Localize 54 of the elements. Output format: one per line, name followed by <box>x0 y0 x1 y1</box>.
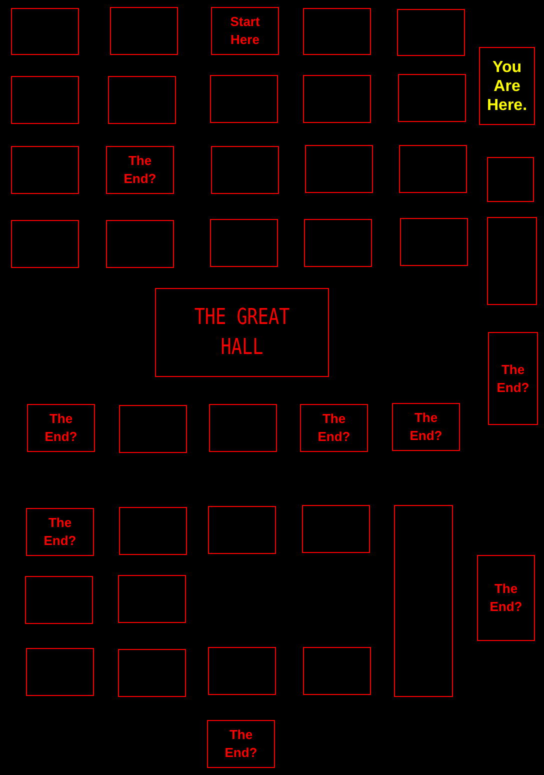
room <box>392 403 460 451</box>
room-box <box>397 9 465 56</box>
room-box <box>211 146 279 194</box>
room-box <box>119 507 187 555</box>
room-box <box>119 405 187 453</box>
room-label: You Are Here. <box>486 58 528 114</box>
room-box <box>11 146 79 194</box>
room-box <box>11 8 79 55</box>
room-box <box>303 8 371 55</box>
room-label: The End? <box>122 152 158 188</box>
room-box <box>400 218 468 266</box>
room-box <box>398 74 466 122</box>
room-box <box>11 76 79 124</box>
room-box <box>25 576 93 624</box>
location-marker-room <box>479 47 535 125</box>
room-label: Start Here <box>229 13 261 49</box>
room-box <box>106 220 174 268</box>
room <box>106 146 174 194</box>
room-box <box>208 506 276 554</box>
room-box <box>110 7 178 55</box>
room-label: The End? <box>496 360 530 396</box>
room-box <box>209 404 277 452</box>
room <box>27 404 95 452</box>
room <box>300 404 368 452</box>
room <box>477 555 535 641</box>
room-box <box>399 145 467 193</box>
room-box <box>108 76 176 124</box>
room-box <box>11 220 79 268</box>
room-box <box>487 217 537 305</box>
room-label: The End? <box>316 410 352 446</box>
room-label: The End? <box>44 410 78 446</box>
room-label: The End? <box>42 514 78 550</box>
room-box <box>303 75 371 123</box>
room <box>26 508 94 556</box>
room-label: The End? <box>224 726 258 762</box>
room <box>207 720 275 768</box>
room-box <box>118 649 186 697</box>
room-box <box>208 647 276 695</box>
room-box <box>487 157 534 202</box>
room-box <box>303 647 371 695</box>
room-box <box>118 575 186 623</box>
room-label: The End? <box>408 409 444 445</box>
room-title: THE GREAT HALL <box>193 304 291 362</box>
room-box <box>394 505 453 697</box>
room-box <box>304 219 372 267</box>
room <box>488 332 538 425</box>
room-box <box>302 505 370 553</box>
hall-room <box>155 288 329 377</box>
room-box <box>210 75 278 123</box>
room-label: The End? <box>488 580 524 616</box>
room-box <box>26 648 94 696</box>
room-box <box>305 145 373 193</box>
room <box>211 7 279 55</box>
room-box <box>210 219 278 267</box>
